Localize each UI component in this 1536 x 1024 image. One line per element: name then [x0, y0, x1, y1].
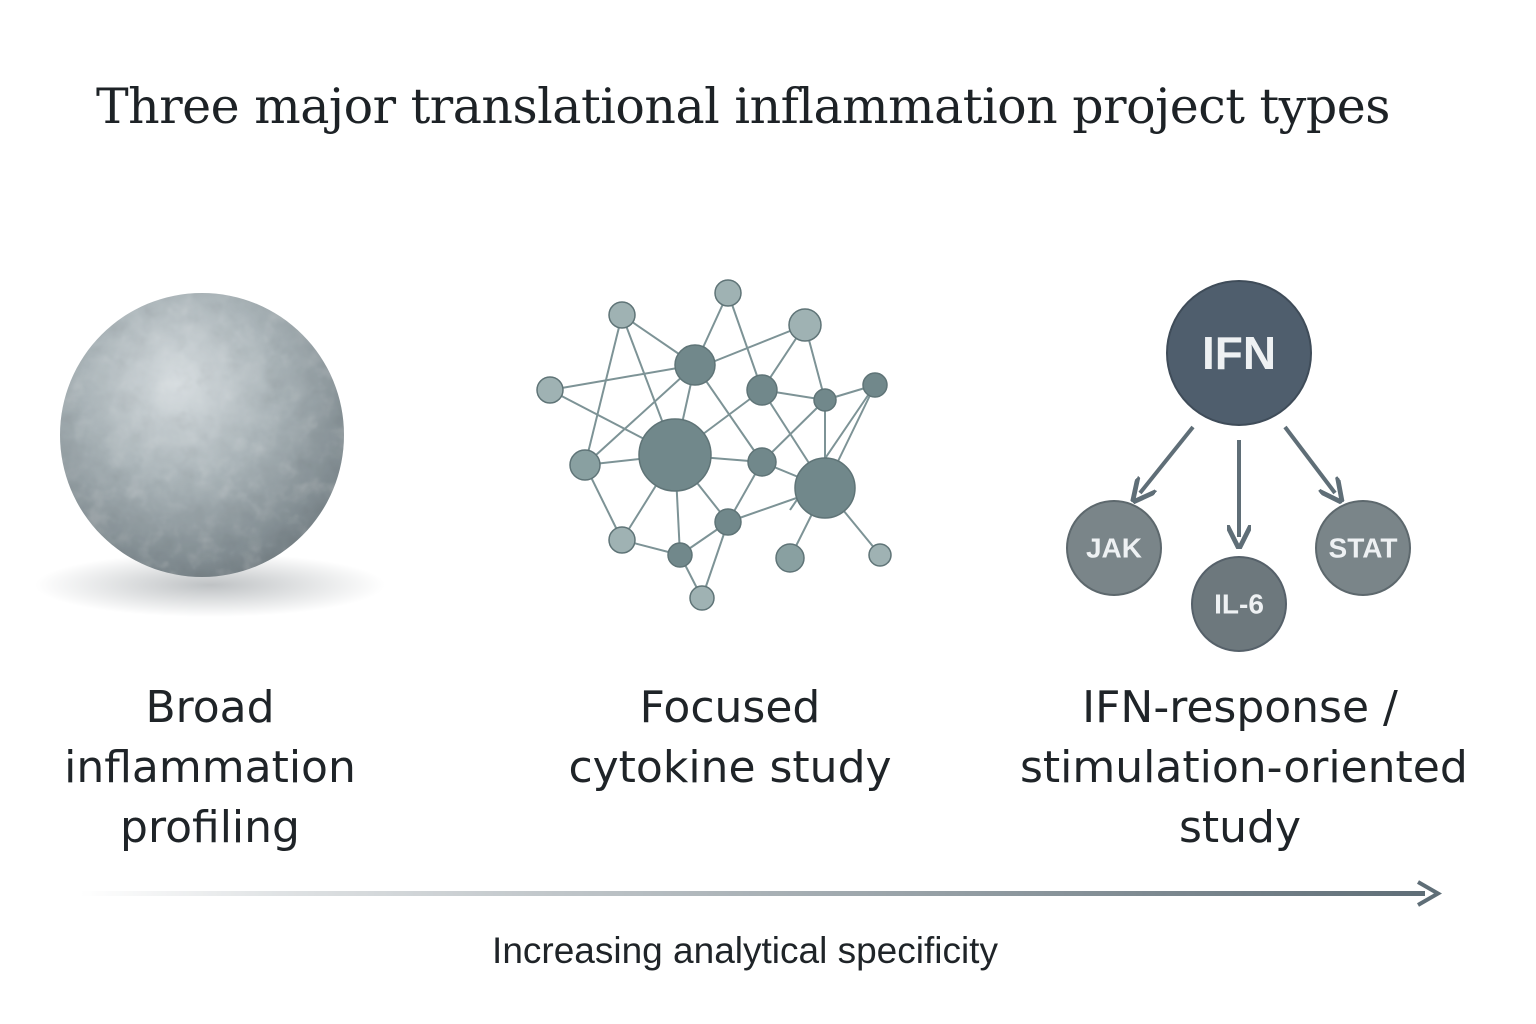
ifn-node-label: IFN — [1202, 327, 1276, 379]
network-node — [746, 374, 778, 406]
axis-caption: Increasing analytical specificity — [492, 930, 998, 971]
il6-node-label: IL-6 — [1214, 589, 1264, 620]
network-node — [714, 508, 742, 536]
stat-node — [1315, 500, 1411, 596]
network-node — [667, 542, 693, 568]
network-node — [862, 372, 888, 398]
network-node — [569, 449, 601, 481]
network-node — [747, 447, 777, 477]
network-node — [868, 543, 892, 567]
network-node — [608, 526, 636, 554]
stat-node-label: STAT — [1329, 533, 1398, 564]
network-node — [536, 376, 564, 404]
network-node — [775, 543, 805, 573]
page-title: Three major translational inflammation p… — [96, 78, 1390, 135]
arrow-head-icon — [1417, 880, 1443, 907]
il6-node — [1191, 556, 1287, 652]
network-node — [714, 279, 742, 307]
network-node — [813, 388, 837, 412]
arrow-to-jak — [1140, 425, 1195, 493]
network-node — [674, 344, 716, 386]
panel-label-focused-cytokine: Focused cytokine study — [568, 682, 892, 793]
specificity-arrow — [80, 880, 1443, 907]
ifn-node — [1166, 280, 1312, 426]
network-node-hub — [794, 457, 856, 519]
textured-sphere-icon — [35, 293, 385, 617]
pathway-tree-icon: IFN JAK IL-6 STAT — [1066, 280, 1411, 652]
panel-label-ifn-response: IFN-response / stimulation-oriented stud… — [1020, 682, 1468, 853]
network-node-hub — [638, 418, 712, 492]
network-node — [689, 585, 715, 611]
network-node — [608, 301, 636, 329]
arrow-to-stat — [1283, 425, 1335, 493]
network-node — [788, 308, 822, 342]
jak-node — [1066, 500, 1162, 596]
jak-node-label: JAK — [1086, 533, 1142, 564]
panel-label-broad-profiling: Broad inflammation profiling — [64, 682, 356, 853]
network-graph-icon — [536, 279, 892, 611]
